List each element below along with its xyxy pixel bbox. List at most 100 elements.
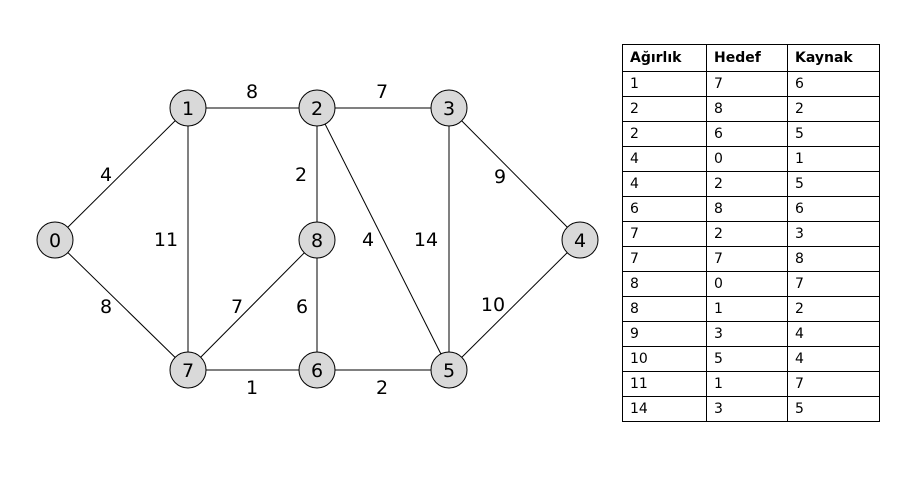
edge-2-5: [316, 107, 450, 371]
cell-source: 6: [787, 71, 880, 97]
cell-weight: 7: [622, 246, 707, 272]
graph-node-0: 0: [36, 221, 74, 259]
edge-weight-label: 11: [154, 229, 178, 251]
cell-source: 7: [787, 271, 880, 297]
node-label: 5: [443, 360, 455, 382]
edge-weight-label: 10: [481, 294, 505, 316]
cell-target: 3: [706, 321, 788, 347]
edge-0-7: [54, 239, 189, 371]
node-circle: [36, 221, 74, 259]
cell-weight: 6: [622, 196, 707, 222]
node-circle: [169, 351, 207, 389]
node-circle: [298, 89, 336, 127]
cell-target: 5: [706, 346, 788, 372]
edge-weight-label: 2: [376, 377, 388, 399]
node-circle: [298, 221, 336, 259]
node-circle: [298, 351, 336, 389]
edge-weight-label: 8: [100, 296, 112, 318]
header-source: Kaynak: [787, 44, 880, 72]
cell-target: 8: [706, 196, 788, 222]
edge-weight-label: 7: [231, 296, 243, 318]
cell-weight: 8: [622, 296, 707, 322]
cell-weight: 10: [622, 346, 707, 372]
cell-target: 0: [706, 146, 788, 172]
cell-target: 2: [706, 171, 788, 197]
cell-weight: 4: [622, 146, 707, 172]
node-circle: [430, 89, 468, 127]
cell-weight: 2: [622, 96, 707, 122]
node-label: 7: [182, 360, 194, 382]
cell-weight: 14: [622, 396, 707, 422]
edge-weight-label: 6: [296, 296, 308, 318]
table-header-row: Ağırlık Hedef Kaynak: [622, 44, 880, 72]
cell-source: 5: [787, 396, 880, 422]
cell-source: 6: [787, 196, 880, 222]
cell-target: 0: [706, 271, 788, 297]
node-circle: [561, 221, 599, 259]
graph-node-7: 7: [169, 351, 207, 389]
node-label: 8: [311, 230, 323, 252]
cell-target: 6: [706, 121, 788, 147]
nodes-layer: 0 1 2 3 4 5 6 7 8: [36, 89, 599, 389]
cell-source: 2: [787, 96, 880, 122]
edge-weight-label: 1: [246, 377, 258, 399]
node-label: 1: [182, 98, 194, 120]
edge-weight-label: 9: [494, 166, 506, 188]
cell-target: 1: [706, 296, 788, 322]
graph-node-6: 6: [298, 351, 336, 389]
cell-source: 5: [787, 171, 880, 197]
header-target: Hedef: [706, 44, 788, 72]
edge-weight-label: 14: [414, 229, 438, 251]
cell-weight: 2: [622, 121, 707, 147]
cell-target: 7: [706, 246, 788, 272]
cell-source: 2: [787, 296, 880, 322]
cell-source: 4: [787, 321, 880, 347]
header-weight: Ağırlık: [622, 44, 707, 72]
cell-weight: 1: [622, 71, 707, 97]
graph-node-3: 3: [430, 89, 468, 127]
cell-weight: 11: [622, 371, 707, 397]
graph-node-1: 1: [169, 89, 207, 127]
graph-node-4: 4: [561, 221, 599, 259]
edge-8-7: [187, 239, 318, 371]
graph-node-5: 5: [430, 351, 468, 389]
cell-weight: 7: [622, 221, 707, 247]
edge-0-1: [54, 107, 189, 241]
graph-node-2: 2: [298, 89, 336, 127]
cell-source: 4: [787, 346, 880, 372]
edge-weight-label: 7: [376, 81, 388, 103]
edges-layer: [54, 107, 581, 371]
cell-weight: 4: [622, 171, 707, 197]
cell-target: 8: [706, 96, 788, 122]
node-circle: [430, 351, 468, 389]
cell-weight: 9: [622, 321, 707, 347]
edge-weight-label: 8: [246, 81, 258, 103]
edge-weight-label: 2: [295, 164, 307, 186]
node-label: 2: [311, 98, 323, 120]
cell-source: 1: [787, 146, 880, 172]
cell-target: 7: [706, 71, 788, 97]
cell-target: 2: [706, 221, 788, 247]
edge-weight-label: 4: [100, 164, 112, 186]
edge-4-5: [448, 239, 581, 371]
node-label: 6: [311, 360, 323, 382]
node-label: 4: [574, 230, 586, 252]
cell-target: 1: [706, 371, 788, 397]
cell-source: 8: [787, 246, 880, 272]
node-label: 3: [443, 98, 455, 120]
